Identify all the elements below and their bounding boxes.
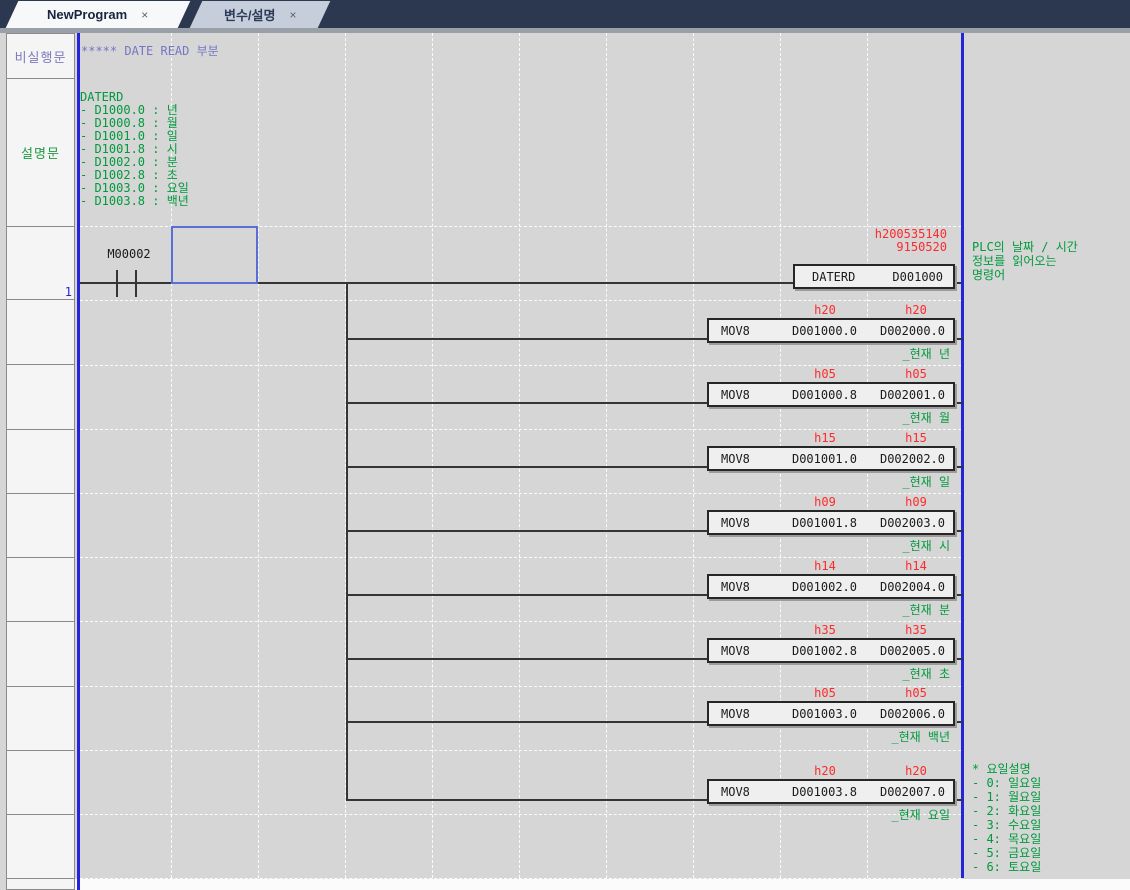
- margin-cell: [6, 686, 75, 751]
- monitor-value: h14: [905, 559, 927, 573]
- grid-line: [80, 493, 961, 494]
- grid-line: [80, 750, 961, 751]
- grid-line: [80, 226, 961, 227]
- next-grid-row-strip: [6, 879, 1130, 890]
- branch-wire: [346, 799, 963, 801]
- contact-operand-label: M00002: [107, 247, 151, 261]
- grid-line: [345, 33, 346, 878]
- variable-comment-label: _현재 분: [902, 603, 950, 617]
- contact-icon[interactable]: [135, 270, 137, 297]
- branch-wire: [346, 594, 963, 596]
- grid-line: [80, 686, 961, 687]
- grid-line: [432, 33, 433, 878]
- nonexec-label: 비실행문: [14, 50, 67, 66]
- monitor-value: h35: [814, 623, 836, 637]
- margin-cell: [6, 299, 75, 365]
- grid-line: [519, 33, 520, 878]
- monitor-value: h20: [905, 303, 927, 317]
- mov8-instruction-box[interactable]: MOV8 D001002.8 D002005.0: [707, 638, 955, 663]
- branch-wire: [346, 402, 963, 404]
- branch-wire: [346, 466, 963, 468]
- weekday-comment: * 요일설명 - 0: 일요일 - 1: 월요일 - 2: 화요일 - 3: 수…: [972, 762, 1042, 874]
- monitor-value: h09: [814, 495, 836, 509]
- grid-line: [258, 33, 259, 878]
- grid-line: [80, 557, 961, 558]
- monitor-value: h05: [814, 686, 836, 700]
- tab-close-icon[interactable]: ×: [289, 7, 297, 22]
- daterd-side-comment: PLC의 날짜 / 시간 정보를 읽어오는 명령어: [972, 240, 1078, 282]
- branch-wire: [346, 530, 963, 532]
- variable-comment-label: _현재 시: [902, 539, 950, 553]
- daterd-instruction-box[interactable]: DATERD D001000: [793, 264, 955, 289]
- margin-cell: [6, 814, 75, 879]
- margin-cell: [6, 878, 75, 890]
- branch-wire: [346, 338, 963, 340]
- grid-line: [693, 33, 694, 878]
- margin-cell: [6, 493, 75, 558]
- margin-cell-nonexec: 비실행문: [6, 33, 75, 79]
- tab-newprogram[interactable]: NewProgram ×: [5, 1, 191, 28]
- edit-cursor[interactable]: [171, 226, 258, 284]
- monitor-value: h05: [905, 686, 927, 700]
- grid-line: [171, 33, 172, 878]
- monitor-value: h20: [814, 764, 836, 778]
- tab-variable-comment-label: 변수/설명: [223, 8, 276, 23]
- grid-line: [80, 878, 961, 879]
- monitor-value: h35: [905, 623, 927, 637]
- tabbar-bottom-strip: [0, 28, 1130, 33]
- tab-variable-comment[interactable]: 변수/설명 ×: [189, 1, 331, 28]
- monitor-value: h20: [905, 764, 927, 778]
- grid-line: [80, 300, 961, 301]
- margin-cell: [6, 750, 75, 815]
- monitor-value: h05: [814, 367, 836, 381]
- mov8-instruction-box[interactable]: MOV8 D001001.0 D002002.0: [707, 446, 955, 471]
- margin-cell-rung1: 1: [6, 226, 75, 300]
- daterd-opcode: DATERD: [812, 270, 856, 284]
- daterd-monitor-values: h200535140 9150520: [874, 227, 947, 254]
- margin-cell: [6, 621, 75, 687]
- branch-wire: [346, 282, 348, 801]
- mov8-instruction-box[interactable]: MOV8 D001000.0 D002000.0: [707, 318, 955, 343]
- tab-close-icon[interactable]: ×: [141, 7, 149, 22]
- mov8-instruction-box[interactable]: MOV8 D001000.8 D002001.0: [707, 382, 955, 407]
- grid-line: [80, 429, 961, 430]
- comment-label: 설명문: [21, 147, 60, 162]
- grid-line: [606, 33, 607, 878]
- rung-wire: [79, 282, 963, 284]
- variable-comment-label: _현재 일: [902, 475, 950, 489]
- variable-comment-label: _현재 요일: [891, 808, 950, 822]
- monitor-value: h05: [905, 367, 927, 381]
- mov8-instruction-box[interactable]: MOV8 D001003.8 D002007.0: [707, 779, 955, 804]
- daterd-operand: D001000: [892, 270, 943, 284]
- branch-wire: [346, 658, 963, 660]
- margin-cell: [6, 429, 75, 494]
- branch-wire: [346, 721, 963, 723]
- mov8-instruction-box[interactable]: MOV8 D001001.8 D002003.0: [707, 510, 955, 535]
- right-power-rail: [961, 33, 964, 878]
- daterd-description-comment[interactable]: DATERD - D1000.0 : 년 - D1000.8 : 월 - D10…: [80, 90, 189, 208]
- document-tab-bar: NewProgram × 변수/설명 ×: [0, 0, 1130, 28]
- variable-comment-label: _현재 초: [902, 667, 950, 681]
- left-power-rail: [77, 33, 80, 890]
- variable-comment-label: _현재 백년: [891, 730, 950, 744]
- monitor-value: h15: [905, 431, 927, 445]
- margin-cell: [6, 557, 75, 622]
- mov8-instruction-box[interactable]: MOV8 D001002.0 D002004.0: [707, 574, 955, 599]
- variable-comment-label: _현재 년: [902, 347, 950, 361]
- mov8-instruction-box[interactable]: MOV8 D001003.0 D002006.0: [707, 701, 955, 726]
- grid-line: [80, 621, 961, 622]
- tab-newprogram-label: NewProgram: [47, 7, 128, 22]
- monitor-value: h09: [905, 495, 927, 509]
- monitor-value: h20: [814, 303, 836, 317]
- contact-icon[interactable]: [116, 270, 118, 297]
- rung-number: 1: [64, 285, 72, 299]
- margin-cell: [6, 364, 75, 430]
- grid-line: [80, 365, 961, 366]
- section-comment[interactable]: ***** DATE READ 부분: [81, 44, 219, 58]
- variable-comment-label: _현재 월: [902, 411, 950, 425]
- grid-line: [80, 814, 961, 815]
- monitor-value: h14: [814, 559, 836, 573]
- monitor-value: h15: [814, 431, 836, 445]
- margin-cell-comment: 설명문: [6, 78, 75, 227]
